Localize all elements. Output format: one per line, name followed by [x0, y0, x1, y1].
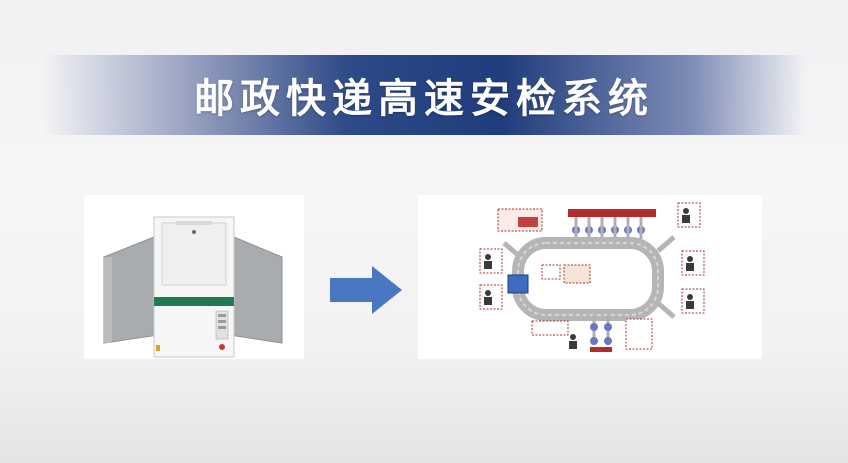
right-arrow-icon	[330, 266, 402, 314]
scanner-block	[507, 274, 529, 294]
layout-diagram-panel	[418, 195, 762, 359]
scanner-image-panel	[84, 195, 304, 359]
title-banner: 邮政快递高速安检系统	[42, 55, 806, 135]
bottom-stations	[590, 315, 612, 352]
x-ray-scanner-image	[103, 216, 283, 358]
conveyor-layout-diagram	[479, 202, 705, 352]
page-title: 邮政快递高速安检系统	[194, 76, 654, 122]
